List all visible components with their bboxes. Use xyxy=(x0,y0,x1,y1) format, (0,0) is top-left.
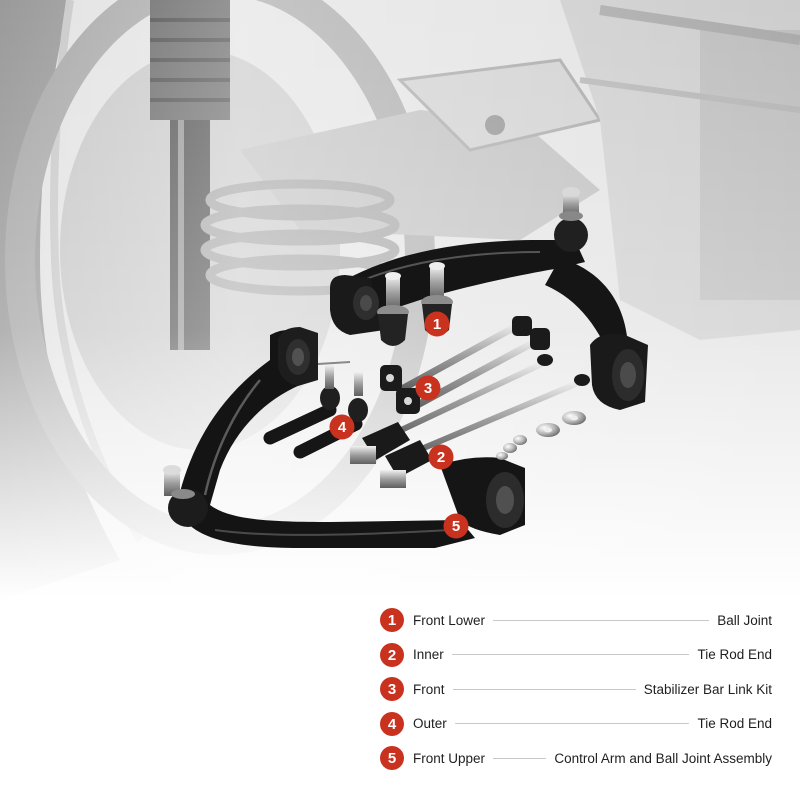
callout-5-label: 5 xyxy=(452,518,460,535)
leader-line xyxy=(493,757,547,759)
legend-part-1: Ball Joint xyxy=(717,612,772,628)
legend-badge-4: 4 xyxy=(380,711,404,736)
legend-part-2: Tie Rod End xyxy=(697,647,772,663)
legend-row-4: 4 Outer Tie Rod End xyxy=(380,707,772,742)
legend-row-5: 5 Front Upper Control Arm and Ball Joint… xyxy=(380,741,772,776)
callout-1-label: 1 xyxy=(433,316,441,333)
leader-line xyxy=(454,723,690,725)
callout-5: 5 xyxy=(443,513,469,539)
legend-badge-2: 2 xyxy=(380,642,404,667)
parts-legend: 1 Front Lower Ball Joint 2 Inner Tie Rod… xyxy=(380,603,772,776)
legend-part-3: Stabilizer Bar Link Kit xyxy=(643,681,772,697)
upper-control-arm-rear xyxy=(330,187,648,410)
image-callouts: 1 2 3 4 5 xyxy=(329,311,469,539)
legend-position-3: Front xyxy=(413,681,445,697)
legend-badge-3: 3 xyxy=(380,677,404,702)
legend-row-3: 3 Front Stabilizer Bar Link Kit xyxy=(380,672,772,707)
callout-3: 3 xyxy=(415,375,441,401)
legend-number-3: 3 xyxy=(388,681,396,698)
legend-number-1: 1 xyxy=(388,612,396,629)
callout-1: 1 xyxy=(424,311,450,337)
hardware-washers-nuts xyxy=(496,411,586,460)
legend-row-2: 2 Inner Tie Rod End xyxy=(380,638,772,673)
legend-position-4: Outer xyxy=(413,716,447,732)
legend-part-5: Control Arm and Ball Joint Assembly xyxy=(554,750,772,766)
callout-3-label: 3 xyxy=(424,380,432,397)
leader-line xyxy=(493,619,710,621)
legend-part-4: Tie Rod End xyxy=(697,716,772,732)
legend-position-2: Inner xyxy=(413,647,444,663)
inner-tie-rods xyxy=(350,354,590,488)
legend-badge-5: 5 xyxy=(380,746,404,771)
legend-row-1: 1 Front Lower Ball Joint xyxy=(380,603,772,638)
leader-line xyxy=(452,688,636,690)
callout-2-label: 2 xyxy=(437,449,445,466)
legend-position-5: Front Upper xyxy=(413,750,486,766)
legend-number-5: 5 xyxy=(388,750,396,767)
product-scene: 1 2 3 4 5 xyxy=(0,0,800,600)
legend-position-1: Front Lower xyxy=(413,612,486,628)
callout-4-label: 4 xyxy=(338,419,347,436)
legend-number-4: 4 xyxy=(388,716,397,733)
callout-2: 2 xyxy=(428,444,454,470)
legend-number-2: 2 xyxy=(388,647,396,664)
leader-line xyxy=(451,654,690,656)
legend-badge-1: 1 xyxy=(380,608,404,633)
callout-4: 4 xyxy=(329,414,355,440)
